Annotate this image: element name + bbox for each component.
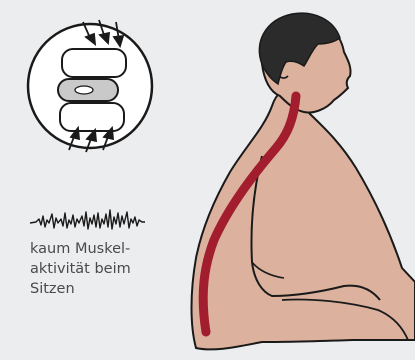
caption-line-1: kaum Muskel- [30,239,170,259]
caption-line-3: Sitzen [30,279,170,299]
spine-disc-compression-icon [28,20,152,152]
seated-person-illustration [192,13,415,349]
caption-text: kaum Muskel- aktivität beim Sitzen [30,239,170,299]
emg-signal-icon [30,210,145,229]
caption-line-2: aktivität beim [30,259,170,279]
